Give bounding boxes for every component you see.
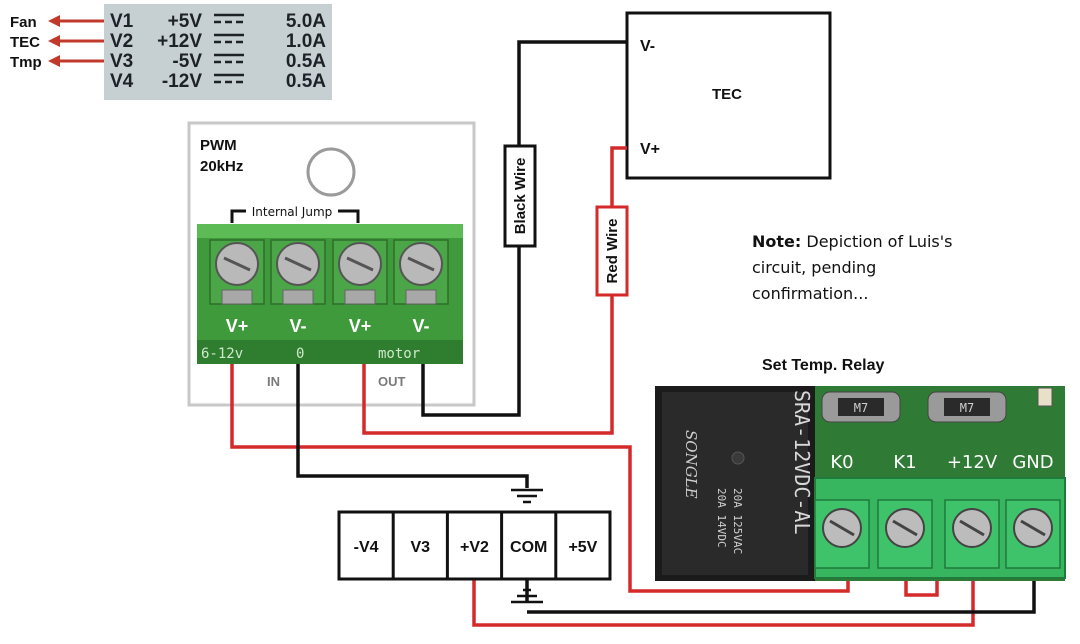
psu-terminal-outline	[337, 510, 612, 581]
note-text: Note: Depiction of Luis's circuit, pendi…	[752, 229, 982, 307]
tec-pin-positive: V+	[640, 141, 660, 158]
psu-current: 0.5A	[286, 51, 326, 72]
pwm-potentiometer-icon	[306, 147, 356, 197]
relay-rating-1: 20A 14VDC	[715, 488, 728, 548]
arrow-left-icon	[48, 35, 60, 47]
relay-fuse-2-label: M7	[960, 401, 974, 415]
relay-fuse-2-body	[944, 398, 990, 416]
pwm-silk-right: motor	[378, 346, 420, 362]
arrow-left-icon	[48, 55, 60, 67]
relay-indicator-icon	[731, 451, 745, 465]
psu-terminal-label: -V4	[354, 539, 379, 556]
psu-current: 5.0A	[286, 11, 326, 32]
black-wire-label: Black Wire	[512, 158, 529, 235]
tec-title: TEC	[712, 86, 742, 103]
psu-channel: V1	[110, 11, 134, 32]
pwm-terminal-block-top	[197, 224, 463, 238]
pwm-title: PWM	[200, 137, 237, 154]
black-wire-tec	[421, 40, 627, 417]
pwm-silk-mid: 0	[296, 346, 304, 362]
relay-housing-face	[662, 392, 808, 575]
psu-current: 0.5A	[286, 71, 326, 92]
psu-voltage: +5V	[168, 11, 203, 32]
black-wire-pwm-in-to-ground	[296, 364, 529, 488]
dc-symbol-icon	[214, 33, 244, 44]
arrow-left-icon	[48, 15, 60, 27]
psu-arrow-label: Tmp	[10, 54, 42, 71]
terminal-clamp	[405, 289, 437, 305]
tec-box	[625, 11, 832, 180]
tec-pin-negative: V-	[640, 38, 655, 55]
psu-label-background	[104, 4, 332, 100]
relay-rating-2: 20A 125VAC	[731, 488, 744, 554]
black-wire-tag: Black Wire	[503, 144, 537, 248]
psu-label-panel: Fan V1 +5V 5.0A TEC V2 +12V 1.0A Tmp V3 -5V 0.5A V4 -…	[10, 4, 332, 100]
relay-fuse-1-body	[838, 398, 884, 416]
pwm-in-label: IN	[267, 374, 280, 389]
psu-terminal-label: COM	[510, 539, 547, 556]
psu-voltage: -5V	[172, 51, 202, 72]
pwm-silk-left: 6-12v	[201, 346, 243, 362]
psu-arrow-label: Fan	[10, 14, 37, 31]
relay-fuse-1-label: M7	[854, 401, 868, 415]
pwm-frequency: 20kHz	[200, 158, 243, 175]
relay-terminal-label: K0	[830, 452, 853, 473]
tec-module: TEC V- V+	[625, 11, 832, 180]
relay-title: Set Temp. Relay	[762, 357, 885, 374]
relay-brand-text: SONGLE	[682, 430, 700, 499]
psu-terminal-block: -V4 V3 +V2 COM +5V	[337, 510, 612, 581]
pwm-terminal-label: V-	[289, 316, 306, 336]
terminal-clamp	[221, 289, 253, 305]
red-wire-label: Red Wire	[604, 219, 621, 284]
psu-channel: V4	[110, 71, 134, 92]
red-wire-tec	[362, 146, 627, 435]
relay-terminal-label: GND	[1012, 452, 1053, 473]
terminal-clamp	[344, 289, 376, 305]
relay-terminal-label: +12V	[947, 452, 998, 473]
psu-channel: V2	[110, 31, 133, 52]
pwm-silkscreen-strip	[197, 340, 463, 364]
ground-symbol-top-icon	[511, 488, 543, 504]
note-body: Depiction of Luis's circuit, pending con…	[752, 232, 953, 303]
psu-terminal-label: V3	[411, 539, 431, 556]
jumper-label-bg	[246, 204, 338, 219]
internal-jump-label: Internal Jump	[252, 205, 333, 219]
psu-channel: V3	[110, 51, 133, 72]
dc-symbol-icon	[214, 73, 244, 84]
ground-symbol-bottom-icon	[511, 588, 543, 604]
red-wire-tag: Red Wire	[595, 205, 629, 297]
psu-voltage: +12V	[157, 31, 202, 52]
pwm-terminal-label: V+	[226, 316, 249, 336]
pwm-module: PWM 20kHz Internal Jump V+ V- V+ V- 6-12v 0…	[187, 121, 476, 407]
psu-arrow-label: TEC	[10, 34, 40, 51]
pwm-out-label: OUT	[378, 374, 406, 389]
dc-symbol-icon	[214, 13, 244, 24]
relay-terminal-label: K1	[893, 452, 916, 473]
pwm-terminal-label: V+	[349, 316, 372, 336]
psu-current: 1.0A	[286, 31, 326, 52]
relay-module: Set Temp. Relay SRA-12VDC-AL SONGLE 20A …	[655, 357, 1066, 581]
terminal-clamp	[282, 289, 314, 305]
psu-terminal-label: +5V	[568, 539, 597, 556]
note-prefix: Note:	[752, 232, 802, 251]
relay-model-text: SRA-12VDC-AL	[790, 390, 814, 535]
psu-terminal-label: +V2	[460, 539, 489, 556]
dc-symbol-icon	[214, 53, 244, 64]
psu-voltage: -12V	[162, 71, 202, 92]
pwm-terminal-label: V-	[412, 316, 429, 336]
relay-smd-component	[1037, 387, 1053, 407]
